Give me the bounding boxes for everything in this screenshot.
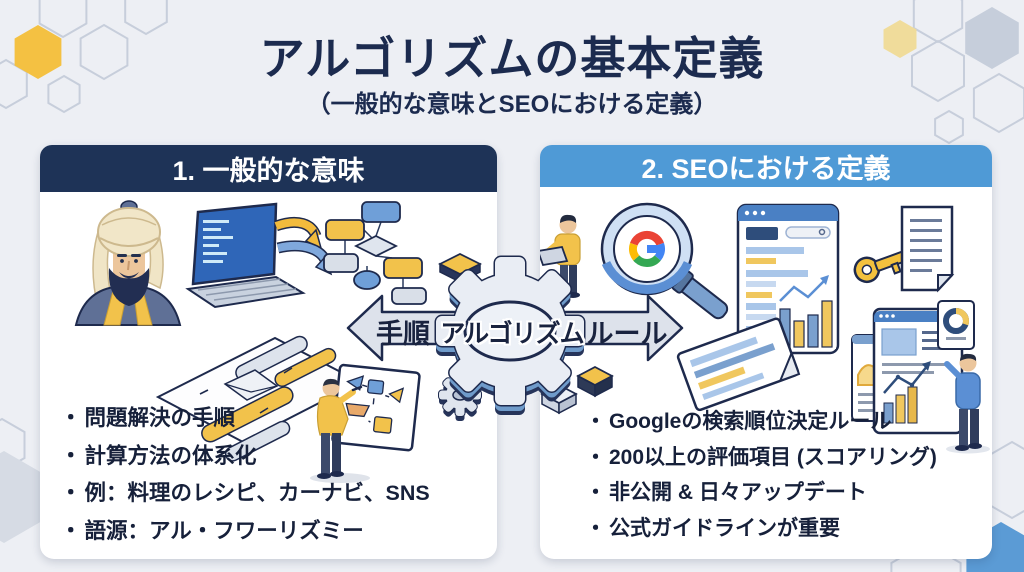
- left-arrow-label: 手順: [376, 319, 430, 349]
- bullet-item: ・ 非公開 & 日々アップデート: [585, 475, 937, 511]
- process-board-icon: [155, 335, 363, 462]
- gear-label: アルゴリズム: [440, 320, 584, 348]
- bullet-text: Googleの検索順位決定ルール: [609, 410, 892, 433]
- bullet-marker: ・: [60, 443, 82, 468]
- bullet-text: 200以上の評価項目 (スコアリング): [609, 445, 937, 469]
- pale-yellow-hexagon: [883, 20, 917, 58]
- panel-general-meaning: 1. 一般的な意味: [40, 145, 497, 559]
- flowchart-icon: [323, 201, 427, 305]
- bullet-text: 計算方法の体系化: [84, 443, 257, 468]
- bullet-marker: ・: [585, 410, 606, 433]
- right-arrow-label: ルール: [586, 319, 668, 349]
- bullet-text: 公式ガイドラインが重要: [609, 516, 840, 540]
- bullet-marker: ・: [585, 445, 606, 469]
- person-with-laptop-icon: [540, 214, 581, 300]
- page-subtitle: （一般的な意味とSEOにおける定義）: [306, 91, 718, 118]
- document-icon: [900, 205, 955, 293]
- bullet-item: ・ 計算方法の体系化: [60, 438, 430, 476]
- yellow-hexagon: [14, 25, 62, 79]
- page-title: アルゴリズムの基本定義: [259, 33, 765, 84]
- bullet-item: ・ 語源：アル・フワーリズミー: [60, 513, 430, 551]
- bullet-marker: ・: [60, 406, 82, 430]
- bullet-item: ・ 例：料理のレシピ、カーナビ、SNS: [60, 475, 430, 513]
- general-meaning-bullets: ・ 問題解決の手順 ・ 計算方法の体系化 ・ 例：料理のレシピ、カーナビ、SNS…: [60, 400, 430, 550]
- al-khwarizmi-portrait-icon: [74, 200, 182, 326]
- gray-hexagon: [0, 451, 44, 543]
- bullet-marker: ・: [585, 481, 606, 504]
- small-gear-icon: [438, 373, 482, 421]
- gray-hexagon: [965, 7, 1019, 69]
- panel-seo-definition: 2. SEOにおける定義: [540, 145, 992, 559]
- panel-seo-definition-header: 2. SEOにおける定義: [540, 145, 992, 187]
- bullet-item: ・ 公式ガイドラインが重要: [585, 511, 937, 547]
- laptop-code-icon: [185, 202, 333, 309]
- panel-general-meaning-header: 1. 一般的な意味: [40, 145, 497, 192]
- pie-chart-panel-icon: [937, 300, 975, 350]
- google-search-magnifier-icon: [600, 202, 729, 320]
- seo-definition-bullets: ・ Googleの検索順位決定ルール ・ 200以上の評価項目 (スコアリング)…: [585, 404, 937, 546]
- analytics-dashboard-icon: [851, 300, 990, 454]
- bullet-marker: ・: [585, 516, 606, 540]
- bullet-item: ・ Googleの検索順位決定ルール: [585, 404, 937, 440]
- yellow-book-icon: [437, 252, 483, 283]
- whiteboard-person-icon: [310, 363, 421, 483]
- seo-definition-illustration: [540, 202, 990, 454]
- bullet-item: ・ 問題解決の手順: [60, 400, 430, 438]
- bullet-text: 例：料理のレシピ、カーナビ、SNS: [84, 481, 430, 505]
- bullet-marker: ・: [60, 518, 82, 543]
- tilted-document-icon: [676, 317, 801, 412]
- bullet-marker: ・: [60, 481, 82, 505]
- bullet-text: 問題解決の手順: [84, 406, 236, 430]
- bullet-text: 非公開 & 日々アップデート: [609, 481, 867, 504]
- bullet-text: 語源：アル・フワーリズミー: [84, 518, 364, 543]
- bullet-item: ・ 200以上の評価項目 (スコアリング): [585, 440, 937, 476]
